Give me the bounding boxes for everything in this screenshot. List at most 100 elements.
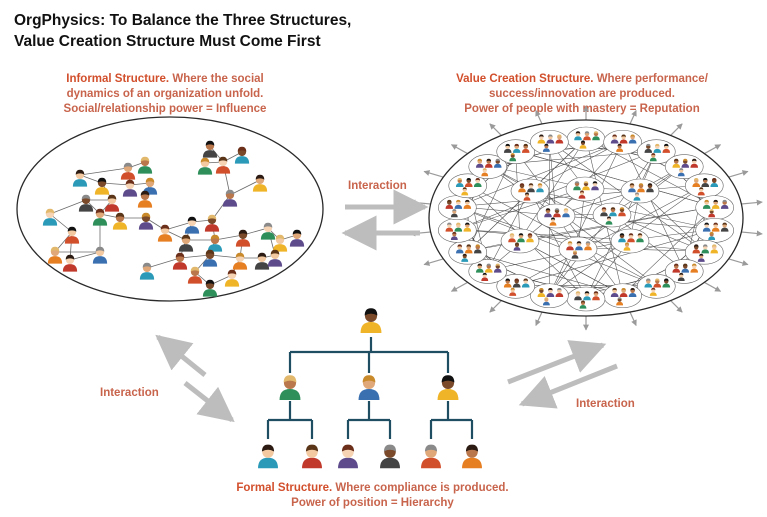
network-link xyxy=(164,221,193,231)
person-avatar-icon xyxy=(72,169,88,187)
person-avatar-icon xyxy=(619,287,628,297)
person-avatar-icon xyxy=(677,272,685,281)
network-link xyxy=(457,206,579,249)
informal-heading: Informal Structure. xyxy=(66,73,170,85)
network-link xyxy=(69,251,101,261)
person-avatar-icon xyxy=(484,158,493,168)
person-avatar-icon xyxy=(672,263,681,273)
person-avatar-icon xyxy=(260,222,276,240)
network-link xyxy=(467,184,657,286)
person-avatar-icon xyxy=(584,241,592,251)
network-link xyxy=(457,140,623,207)
person-avatar-icon xyxy=(508,233,516,243)
informal-network xyxy=(42,140,305,297)
network-link xyxy=(101,182,131,186)
person-avatar-icon xyxy=(184,216,200,234)
value-text-2: success/innovation are produced. xyxy=(489,88,675,100)
person-avatar-icon xyxy=(473,177,482,187)
person-avatar-icon xyxy=(681,263,690,273)
interaction-label-right: Interaction xyxy=(576,398,635,410)
person-avatar-icon xyxy=(215,156,231,174)
person-avatar-icon xyxy=(553,208,561,218)
person-avatar-icon xyxy=(187,266,203,284)
network-link xyxy=(467,150,516,252)
person-avatar-icon xyxy=(579,300,587,309)
person-avatar-icon xyxy=(235,229,251,247)
person-avatar-icon xyxy=(662,143,671,153)
person-avatar-icon xyxy=(692,177,701,187)
person-avatar-icon xyxy=(583,291,591,301)
person-avatar-icon xyxy=(92,208,108,226)
person-avatar-icon xyxy=(697,253,705,262)
person-avatar-icon xyxy=(578,190,586,199)
person-avatar-icon xyxy=(518,183,526,193)
value-heading: Value Creation Structure. xyxy=(456,73,594,85)
person-avatar-icon xyxy=(461,253,469,262)
person-avatar-icon xyxy=(42,208,58,226)
person-avatar-icon xyxy=(509,287,517,296)
informal-structure-ellipse xyxy=(16,116,324,302)
person-avatar-icon xyxy=(138,212,154,230)
person-avatar-icon xyxy=(574,131,582,141)
person-avatar-icon xyxy=(338,444,358,469)
person-avatar-icon xyxy=(503,278,512,288)
person-avatar-icon xyxy=(523,192,531,201)
person-avatar-icon xyxy=(455,177,464,187)
person-avatar-icon xyxy=(272,234,288,252)
person-avatar-icon xyxy=(445,199,454,209)
tree-line-mid xyxy=(346,401,392,439)
person-avatar-icon xyxy=(653,278,662,288)
person-avatar-icon xyxy=(616,297,624,306)
person-avatar-icon xyxy=(708,231,716,240)
person-avatar-icon xyxy=(62,254,78,272)
person-avatar-icon xyxy=(78,194,94,212)
page-title: OrgPhysics: To Balance the Three Structu… xyxy=(14,10,434,52)
formal-text-1: Where compliance is produced. xyxy=(332,482,509,494)
person-avatar-icon xyxy=(697,187,705,196)
person-avatar-icon xyxy=(546,287,555,297)
person-avatar-icon xyxy=(464,177,473,187)
person-avatar-icon xyxy=(172,252,188,270)
person-avatar-icon xyxy=(517,233,525,243)
arrow-left-up xyxy=(155,334,207,377)
person-avatar-icon xyxy=(646,183,654,193)
person-avatar-icon xyxy=(234,146,250,164)
person-avatar-icon xyxy=(562,208,570,218)
person-avatar-icon xyxy=(258,444,278,469)
person-avatar-icon xyxy=(521,278,530,288)
person-avatar-icon xyxy=(618,233,626,243)
person-avatar-icon xyxy=(503,143,512,153)
person-avatar-icon xyxy=(555,134,564,144)
person-avatar-icon xyxy=(575,241,583,251)
network-link xyxy=(79,167,129,176)
formal-text-2: Power of position = Hierarchy xyxy=(291,497,454,509)
network-link xyxy=(487,239,631,271)
person-avatar-icon xyxy=(512,278,521,288)
network-link xyxy=(487,165,631,241)
person-avatar-icon xyxy=(104,194,120,212)
network-link xyxy=(457,206,715,230)
person-avatar-icon xyxy=(513,242,521,251)
person-avatar-icon xyxy=(484,263,493,273)
person-avatar-icon xyxy=(720,199,729,209)
person-avatar-icon xyxy=(461,187,469,196)
tree-line-top xyxy=(288,337,450,373)
tree-line-right xyxy=(429,401,474,439)
person-avatar-icon xyxy=(708,209,716,218)
arrow-right-down xyxy=(518,363,618,409)
person-avatar-icon xyxy=(122,179,138,197)
person-avatar-icon xyxy=(204,214,220,232)
person-avatar-icon xyxy=(207,234,223,252)
person-avatar-icon xyxy=(454,199,463,209)
person-avatar-icon xyxy=(636,233,644,243)
person-avatar-icon xyxy=(464,244,473,254)
informal-structure-caption: Informal Structure. Where the social dyn… xyxy=(40,72,290,117)
informal-text-3: Social/relationship power = Influence xyxy=(63,103,267,115)
person-avatar-icon xyxy=(605,216,613,225)
person-avatar-icon xyxy=(120,162,136,180)
network-link xyxy=(519,137,587,241)
value-text-3: Power of people with mastery = Reputatio… xyxy=(464,103,700,115)
person-avatar-icon xyxy=(644,278,653,288)
person-avatar-icon xyxy=(463,199,472,209)
